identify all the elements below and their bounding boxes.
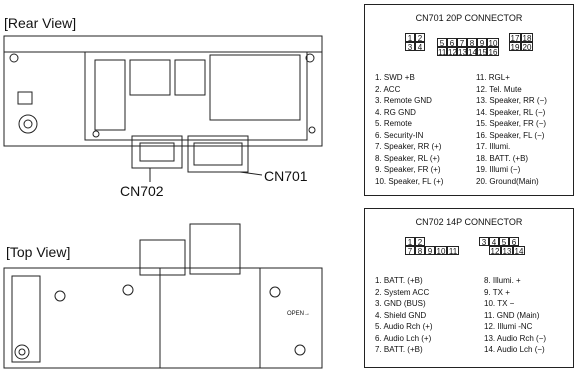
cn702-pin-grid: 1 2 3 4 5 6 7 8 9 10 11 12 13 14 (405, 237, 535, 259)
open-label: OPEN→ (287, 311, 311, 317)
grid-cell: 5 (499, 237, 509, 247)
grid-cell: 5 (437, 38, 447, 48)
grid-cell: 16 (487, 47, 499, 57)
pin-label: 16. Speaker, FL (−) (476, 130, 545, 140)
cn701-title: CN701 20P CONNECTOR (415, 13, 523, 23)
grid-cell: 14 (513, 246, 525, 256)
pin-label: 4. Shield GND (375, 310, 427, 320)
pin-label: 6. Security-IN (375, 130, 424, 140)
pin-label: 3. GND (BUS) (375, 299, 426, 308)
cn701-unit-label: CN701 (264, 168, 308, 184)
pin-label: 8. Illumi. + (484, 276, 521, 285)
grid-cell: 4 (489, 237, 499, 247)
pin-label: 13. Audio Rch (−) (484, 333, 547, 343)
cn702-pin-list-right: 8. Illumi. + 9. TX + 10. TX − 11. GND (M… (484, 275, 546, 356)
pin-label: 8. Speaker, RL (+) (375, 153, 440, 163)
grid-cell: 2 (415, 237, 425, 247)
grid-cell: 3 (405, 42, 415, 52)
pin-label: 10. TX − (484, 299, 515, 308)
rear-view-label: [Rear View] (4, 15, 77, 31)
grid-cell: 1 (405, 33, 415, 43)
grid-cell: 8 (467, 38, 477, 48)
pin-label: 20. Ground(Main) (476, 176, 539, 186)
pin-label: 14. Speaker, RL (−) (476, 107, 546, 117)
grid-cell: 19 (509, 42, 521, 52)
grid-cell: 7 (405, 246, 415, 256)
grid-cell: 18 (521, 33, 533, 43)
grid-cell: 13 (457, 47, 467, 57)
pin-label: 9. TX + (484, 287, 510, 297)
pin-label: 6. Audio Lch (+) (375, 333, 432, 343)
cn702-unit-label: CN702 (120, 183, 164, 199)
pin-label: 1. SWD +B (375, 73, 415, 82)
grid-cell: 14 (467, 47, 477, 57)
grid-cell: 9 (477, 38, 487, 48)
pin-label: 2. System ACC (375, 287, 430, 297)
pin-label: 12. Illumi -NC (484, 322, 533, 331)
grid-cell: 17 (509, 33, 521, 43)
pin-label: 5. Remote (375, 119, 412, 128)
grid-cell: 7 (457, 38, 467, 48)
grid-cell: 9 (425, 246, 435, 256)
cn702-pin-list-left: 1. BATT. (+B) 2. System ACC 3. GND (BUS)… (375, 275, 433, 356)
grid-cell: 10 (487, 38, 499, 48)
grid-cell: 6 (447, 38, 457, 48)
top-view-label: [Top View] (6, 244, 71, 260)
grid-cell: 1 (405, 237, 415, 247)
cn702-title: CN702 14P CONNECTOR (415, 217, 523, 227)
pin-label: 13. Speaker, RR (−) (476, 96, 547, 105)
pin-label: 11. RGL+ (476, 73, 510, 82)
pin-label: 14. Audio Lch (−) (484, 345, 545, 354)
pin-label: 5. Audio Rch (+) (375, 322, 433, 331)
grid-cell: 3 (479, 237, 489, 247)
grid-cell: 20 (521, 42, 533, 52)
pin-label: 15. Speaker, FR (−) (476, 119, 547, 128)
cn701-pin-list-right: 11. RGL+ 12. Tel. Mute 13. Speaker, RR (… (476, 72, 547, 187)
pin-label: 19. Illumi (−) (476, 165, 521, 174)
grid-cell: 2 (415, 33, 425, 43)
cn702-connector-box: CN702 14P CONNECTOR 1 2 3 4 5 6 7 8 9 10… (364, 208, 574, 368)
pin-label: 17. Illumi. (476, 142, 511, 151)
grid-cell: 11 (437, 47, 447, 57)
grid-cell: 11 (447, 246, 459, 256)
grid-cell: 8 (415, 246, 425, 256)
top-view-drawing (3, 223, 323, 369)
pin-label: 11. GND (Main) (484, 310, 540, 320)
pin-label: 3. Remote GND (375, 96, 432, 105)
grid-cell: 13 (501, 246, 513, 256)
grid-cell: 6 (509, 237, 519, 247)
grid-cell: 15 (477, 47, 487, 57)
grid-cell: 10 (435, 246, 447, 256)
pin-label: 9. Speaker, FR (+) (375, 165, 441, 174)
pin-label: 12. Tel. Mute (476, 84, 522, 94)
pin-label: 10. Speaker, FL (+) (375, 176, 444, 186)
pin-label: 2. ACC (375, 84, 401, 94)
grid-cell: 4 (415, 42, 425, 52)
cn701-pin-grid: 1 2 5 6 7 8 9 10 17 18 3 4 11 12 13 14 1… (405, 33, 535, 57)
pin-label: 18. BATT. (+B) (476, 153, 529, 163)
cn701-pin-list-left: 1. SWD +B 2. ACC 3. Remote GND 4. RG GND… (375, 72, 443, 187)
grid-cell: 12 (447, 47, 457, 57)
cn701-connector-box: CN701 20P CONNECTOR 1 2 5 6 7 8 9 10 17 … (364, 4, 574, 196)
grid-cell: 12 (489, 246, 501, 256)
rear-view-drawing (3, 35, 323, 182)
pin-label: 7. Speaker, RR (+) (375, 142, 442, 151)
pin-label: 4. RG GND (375, 107, 416, 117)
pin-label: 1. BATT. (+B) (375, 276, 423, 285)
pin-label: 7. BATT. (+B) (375, 345, 423, 354)
